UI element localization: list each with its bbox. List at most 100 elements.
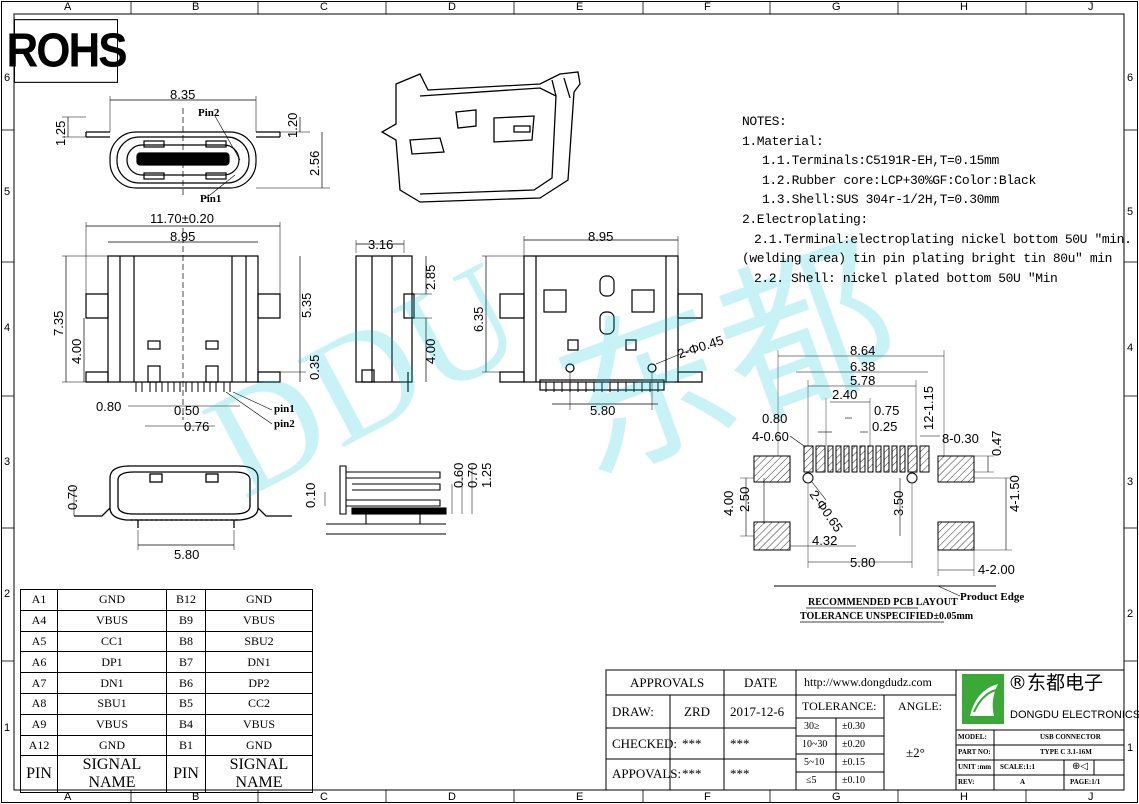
notes-line: 1.3.Shell:SUS 304r-1/2H,T=0.30mm bbox=[762, 192, 999, 208]
zone-row-1-left: 1 bbox=[4, 722, 11, 734]
pin-cell: A7 bbox=[20, 672, 58, 694]
dim-front-width: 8.35 bbox=[170, 87, 196, 102]
zone-col-a-bottom: A bbox=[64, 791, 72, 803]
dim-front-h1: 1.25 bbox=[53, 120, 68, 146]
dim-pcb-4150: 4-1.50 bbox=[1007, 475, 1022, 512]
signal-cell: DP1 bbox=[57, 651, 167, 674]
tb-angle: ANGLE: bbox=[898, 699, 942, 713]
front-view-2 bbox=[73, 465, 292, 550]
label-pin1-top: pin1 bbox=[274, 403, 295, 415]
dim-pcb-4200: 4-2.00 bbox=[978, 562, 1015, 577]
signal-cell: SBU2 bbox=[205, 630, 313, 653]
dim-section-125: 1.25 bbox=[479, 462, 494, 488]
dim-front2-580: 5.80 bbox=[174, 547, 200, 562]
zone-col-j-bottom: J bbox=[1088, 791, 1094, 803]
table-row: A12 GND B1 GND bbox=[20, 734, 313, 757]
zone-row-4-left: 4 bbox=[4, 322, 11, 334]
dim-pcb-075: 0.75 bbox=[874, 403, 900, 418]
zone-col-c-top: C bbox=[320, 1, 328, 13]
dim-top-inner: 8.95 bbox=[170, 229, 196, 244]
zone-col-e-top: E bbox=[576, 1, 584, 13]
dim-pcb-4060: 4-0.60 bbox=[752, 429, 789, 444]
signal-cell: GND bbox=[205, 734, 313, 757]
dim-pcb-400: 4.00 bbox=[721, 490, 736, 516]
front-view bbox=[62, 96, 330, 200]
header-signal-name: SIGNAL NAME bbox=[57, 755, 167, 794]
title-block-lines bbox=[605, 669, 1125, 791]
zone-col-b-top: B bbox=[192, 1, 200, 13]
zone-col-e-bottom: E bbox=[576, 791, 584, 803]
zone-row-3-left: 3 bbox=[4, 456, 11, 468]
tb-tol-value: ±0.20 bbox=[842, 739, 865, 750]
label-pin1-front: Pin1 bbox=[200, 193, 222, 205]
zone-col-h-bottom: H bbox=[960, 791, 968, 803]
pin-cell: A1 bbox=[20, 589, 58, 611]
tb-tolerance: TOLERANCE: bbox=[802, 699, 877, 713]
tb-scale: SCALE:1:1 bbox=[1000, 763, 1036, 771]
dim-pcb-115: 12-1.15 bbox=[921, 385, 936, 430]
notes-line: 1.Material: bbox=[742, 133, 824, 149]
tb-approvals: APPROVALS bbox=[630, 675, 705, 690]
dim-pcb-8030: 8-0.30 bbox=[942, 431, 979, 446]
tb-tol-value: ±0.30 bbox=[842, 721, 865, 732]
pin-cell: A12 bbox=[20, 734, 58, 757]
label-pin2-front: Pin2 bbox=[198, 107, 220, 119]
tb-tol-value: ±0.10 bbox=[842, 775, 865, 786]
pin-cell: B8 bbox=[166, 630, 206, 653]
dim-section-070: 0.70 bbox=[465, 462, 480, 488]
zone-col-g-bottom: G bbox=[832, 791, 841, 803]
projection-symbol-icon: ⊕◁ bbox=[1072, 761, 1089, 772]
dim-top-overall: 11.70±0.20 bbox=[150, 211, 215, 226]
tb-tol-range: 10~30 bbox=[802, 739, 828, 750]
zone-row-6-right: 6 bbox=[1127, 72, 1134, 84]
pin-cell: A4 bbox=[20, 609, 58, 632]
tb-checked-date: *** bbox=[730, 736, 750, 751]
table-row: A7 DN1 B6 DP2 bbox=[20, 672, 313, 694]
notes-block: NOTES: 1.Material: 1.1.Terminals:C5191R-… bbox=[742, 112, 1132, 288]
dim-top-h-035: 0.35 bbox=[307, 354, 322, 380]
dim-section-010: 0.10 bbox=[303, 482, 318, 508]
zone-col-d-bottom: D bbox=[448, 791, 456, 803]
header-pin: PIN bbox=[20, 755, 58, 794]
side-view bbox=[355, 240, 432, 392]
signal-cell: GND bbox=[205, 589, 313, 611]
notes-line: (welding area) tin pin plating bright ti… bbox=[742, 251, 1113, 267]
brand-logo bbox=[962, 674, 1004, 724]
dim-bottom-895: 8.95 bbox=[588, 229, 614, 244]
tb-angle-value: ±2° bbox=[906, 745, 925, 760]
pcb-tolerance-note: TOLERANCE UNSPECIFIED±0.05mm bbox=[800, 611, 974, 622]
dim-pcb-047: 0.47 bbox=[989, 430, 1004, 456]
dim-pcb-350: 3.50 bbox=[891, 490, 906, 516]
dim-pcb-432: 4.32 bbox=[812, 533, 838, 548]
notes-line: 2.2. Shell: nickel plated bottom 50U "Mi… bbox=[754, 270, 1058, 286]
table-header-row: PIN SIGNAL NAME PIN SIGNAL NAME bbox=[20, 755, 313, 794]
section-view bbox=[324, 465, 473, 535]
tb-draw-name: ZRD bbox=[684, 704, 710, 719]
notes-line: 2.Electroplating: bbox=[742, 211, 868, 227]
dim-pcb-025: 0.25 bbox=[872, 419, 898, 434]
signal-cell: GND bbox=[57, 734, 167, 757]
pin-cell: B4 bbox=[166, 713, 206, 736]
tb-model-label: MODEL: bbox=[958, 733, 987, 741]
top-view bbox=[62, 222, 306, 427]
tb-brand-en: DONGDU ELECTRONICS bbox=[1010, 709, 1139, 721]
signal-cell: DN1 bbox=[57, 672, 167, 694]
signal-cell: CC1 bbox=[57, 630, 167, 653]
dim-side-316: 3.16 bbox=[368, 237, 394, 252]
pin-cell: A6 bbox=[20, 651, 58, 674]
pin-cell: A9 bbox=[20, 713, 58, 736]
table-row: A1 GND B12 GND bbox=[20, 589, 313, 611]
tb-tol-value: ±0.15 bbox=[842, 757, 865, 768]
zone-row-6-left: 6 bbox=[4, 72, 11, 84]
pin-table: A1 GND B12 GND A4 VBUS B9 VBUS A5 CC1 B8… bbox=[20, 589, 313, 794]
rohs-mark: ROHS bbox=[6, 19, 128, 83]
bottom-view bbox=[482, 236, 703, 410]
dim-pcb-578: 5.78 bbox=[850, 373, 876, 388]
tb-draw-date: 2017-12-6 bbox=[730, 704, 785, 719]
signal-cell: VBUS bbox=[57, 609, 167, 632]
tb-brand-cn: ®东都电子 bbox=[1008, 672, 1104, 694]
tb-appvals-name: *** bbox=[682, 766, 702, 781]
